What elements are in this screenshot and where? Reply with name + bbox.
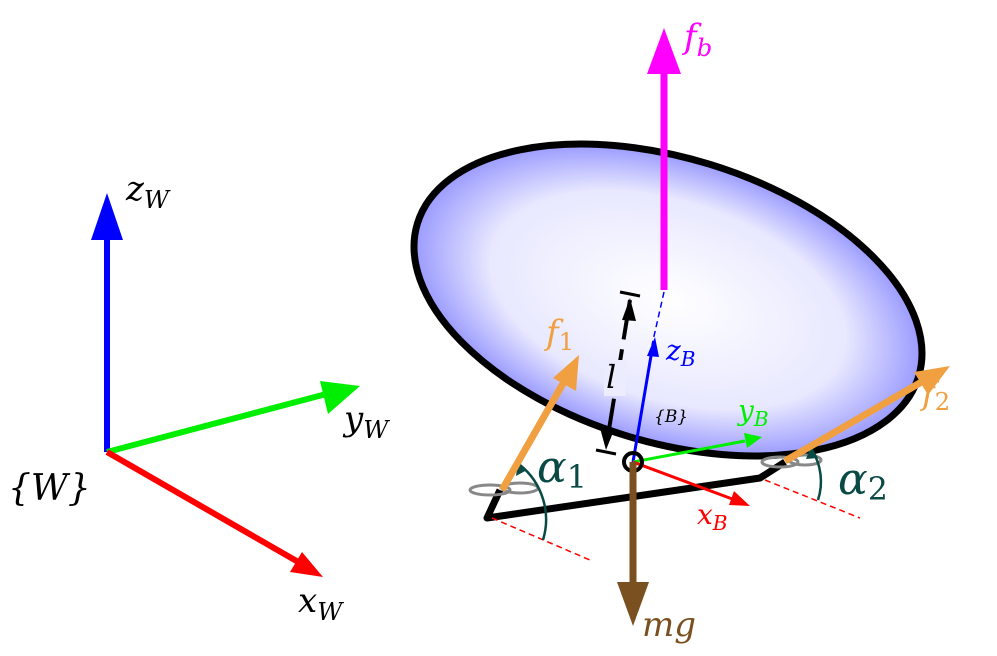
buoyancy-arrowhead bbox=[647, 28, 681, 74]
world-frame: zW yW xW {W} bbox=[8, 169, 390, 626]
thrust-2-label: f2 bbox=[919, 373, 950, 416]
world-y-arrowhead bbox=[320, 381, 360, 414]
gravity-arrowhead bbox=[617, 582, 649, 626]
world-y-label: yW bbox=[342, 399, 390, 444]
body-x-label: xB bbox=[697, 498, 728, 535]
gravity-label: mg bbox=[642, 605, 696, 645]
world-frame-label: {W} bbox=[8, 468, 91, 509]
body-y-label: yB bbox=[736, 394, 769, 431]
body-x-axis bbox=[632, 460, 736, 502]
gondola bbox=[483, 459, 787, 522]
world-x-axis bbox=[105, 449, 302, 566]
body-z-label: zB bbox=[665, 334, 696, 371]
propeller-2-icon bbox=[760, 455, 800, 469]
world-x-label: xW bbox=[298, 581, 344, 626]
alpha1-label: α1 bbox=[537, 442, 587, 496]
thrust-2-arrow bbox=[783, 376, 927, 465]
body-z-arrowhead bbox=[647, 337, 659, 357]
body-y-axis bbox=[632, 439, 746, 464]
world-z-arrowhead bbox=[91, 193, 123, 240]
body-frame-label: {B} bbox=[654, 407, 688, 427]
thrust-1-arrowhead bbox=[553, 355, 579, 391]
reference-line-1 bbox=[491, 517, 591, 561]
length-label: l bbox=[606, 358, 616, 396]
body-z-extension bbox=[651, 291, 665, 346]
body-x-arrowhead bbox=[729, 491, 750, 506]
body-z-axis bbox=[631, 349, 654, 463]
propeller-1-icon bbox=[468, 483, 512, 497]
alpha2-arrowhead bbox=[806, 446, 818, 459]
world-x-arrowhead bbox=[290, 552, 323, 577]
alpha1-arc bbox=[519, 464, 548, 541]
body-y-arrowhead bbox=[744, 433, 762, 448]
world-z-label: zW bbox=[125, 169, 171, 214]
length-dimension: l bbox=[595, 290, 641, 456]
thrust-2-arrowhead bbox=[914, 366, 950, 395]
alpha2-label: α2 bbox=[838, 454, 888, 508]
reference-line-2 bbox=[764, 479, 861, 519]
buoyancy-label: fb bbox=[681, 17, 712, 62]
thrust-1-arrow bbox=[498, 378, 569, 492]
airship-envelope bbox=[410, 140, 926, 460]
world-y-axis bbox=[106, 390, 331, 455]
